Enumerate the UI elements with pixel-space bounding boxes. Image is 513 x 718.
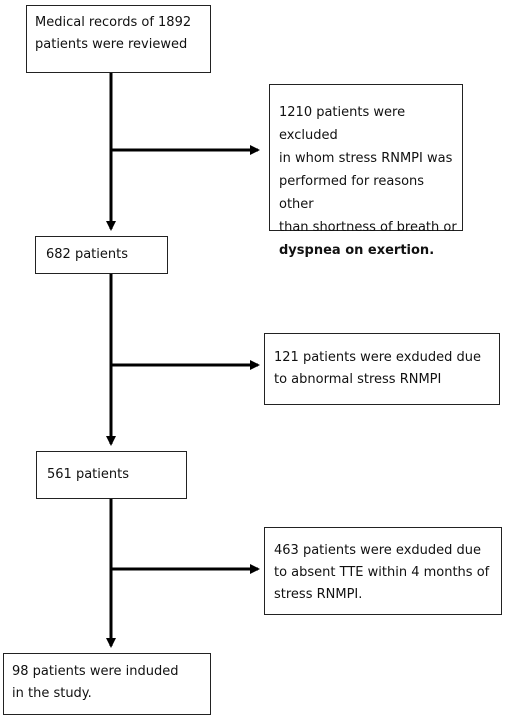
box-after-exclusion-1: 682 patients	[35, 236, 168, 274]
box-line: in the study.	[12, 686, 92, 701]
box-exclusion-1: 1210 patients were excluded in whom stre…	[269, 84, 463, 258]
box-line: performed for reasons other	[279, 174, 425, 212]
box-line: 561 patients	[47, 467, 129, 482]
box-exclusion-3: 463 patients were exduded due to absent …	[264, 527, 502, 615]
box-line: 463 patients were exduded due	[274, 543, 482, 558]
box-final-included: 98 patients were induded in the study.	[3, 653, 211, 715]
box-after-exclusion-2: 561 patients	[36, 451, 187, 499]
box-records-reviewed: Medical records of 1892 patients were re…	[26, 5, 211, 73]
box-line: stress RNMPI.	[274, 587, 363, 602]
box-line: 121 patients were exduded due	[274, 350, 482, 365]
box-line: in whom stress RNMPI was	[279, 151, 453, 166]
box-line: 98 patients were induded	[12, 664, 179, 679]
box-exclusion-2: 121 patients were exduded due to abnorma…	[264, 333, 500, 405]
box-line: patients were reviewed	[35, 37, 188, 52]
box-line: than shortness of breath or	[279, 220, 457, 235]
box-line: Medical records of 1892	[35, 15, 192, 30]
box-line: 1210 patients were excluded	[279, 105, 406, 143]
box-line: 682 patients	[46, 247, 128, 262]
box-line-bold: dyspnea on exertion.	[279, 243, 435, 258]
box-line: to abnormal stress RNMPI	[274, 372, 442, 387]
box-line: to absent TTE within 4 months of	[274, 565, 490, 580]
